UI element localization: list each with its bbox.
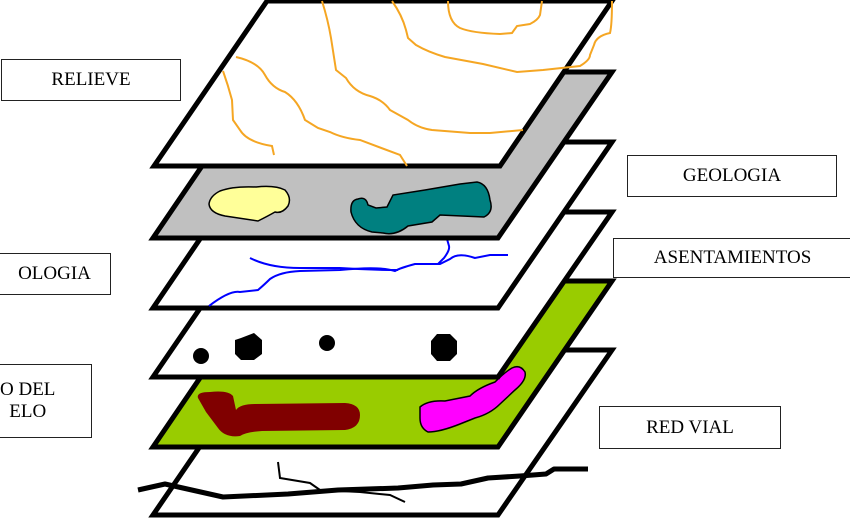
label-geologia: GEOLOGIA (627, 155, 837, 197)
label-relieve: RELIEVE (1, 59, 181, 101)
landuse-maroon-area (197, 391, 360, 437)
geology-teal-unit (350, 181, 492, 235)
label-asentamientos-text: ASENTAMIENTOS (653, 247, 812, 269)
contour-1 (222, 70, 275, 156)
geology-yellow-unit (208, 185, 291, 222)
main-road (137, 466, 588, 500)
relieve-plane (149, 0, 616, 169)
settlement-small-2 (319, 335, 335, 351)
contour-4 (391, 0, 613, 74)
label-uso-del-suelo: O DEL ELO (0, 364, 92, 438)
layer-relieve (149, 0, 616, 169)
river-tributary-1 (249, 257, 399, 271)
label-hidrologia-text: OLOGIA (18, 263, 91, 285)
contour-2 (235, 56, 408, 167)
settlement-large-2 (431, 334, 457, 361)
settlement-large-1 (235, 333, 262, 360)
contour-3 (321, 0, 524, 134)
contour-lines (222, 0, 613, 167)
label-uso-del-suelo-text: O DEL ELO (0, 379, 56, 422)
label-asentamientos: ASENTAMIENTOS (613, 238, 850, 278)
settlement-small-1 (193, 348, 209, 364)
label-red-vial: RED VIAL (599, 406, 781, 449)
secondary-road (277, 461, 406, 503)
contour-5 (447, 0, 543, 36)
label-relieve-text: RELIEVE (51, 69, 131, 91)
river-tributary-2 (437, 238, 451, 265)
label-red-vial-text: RED VIAL (646, 416, 734, 438)
river-main (208, 254, 508, 307)
label-hidrologia: OLOGIA (0, 253, 111, 295)
label-geologia-text: GEOLOGIA (682, 165, 782, 187)
landuse-magenta-area (419, 365, 527, 433)
